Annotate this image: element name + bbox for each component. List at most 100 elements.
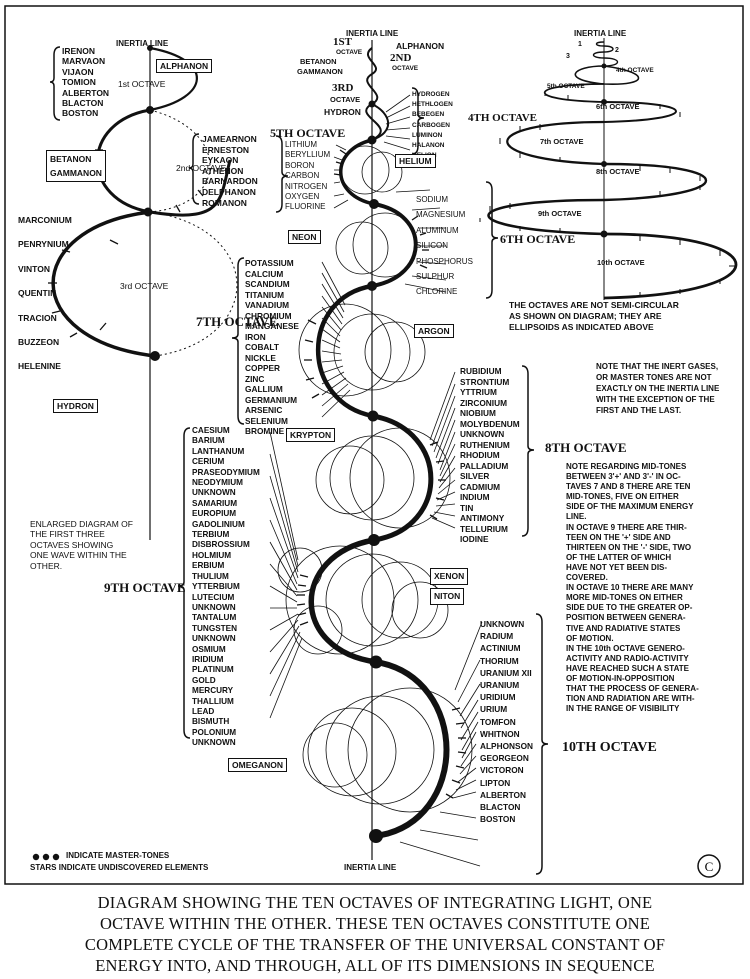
third-octave-small-label: 3rd OCTAVE xyxy=(120,281,169,291)
legend-stars: STARS INDICATE UNDISCOVERED ELEMENTS xyxy=(30,863,209,872)
oct5-lower-list-item: FLUORINE xyxy=(285,202,326,212)
oct10-label: 10TH OCTAVE xyxy=(562,740,657,755)
oct10-element-list-item: BLACTON xyxy=(480,802,521,813)
oct8-element-list-item: UNKNOWN xyxy=(460,429,505,439)
figure-caption-item: DIAGRAM SHOWING THE TEN OCTAVES OF INTEG… xyxy=(97,893,653,912)
oct9-element-list-item: UNKNOWN xyxy=(192,634,236,644)
inert-gases-note-item: NOTE THAT THE INERT GASES, xyxy=(596,362,719,371)
oct5-lower-list-item: BORON xyxy=(285,160,315,170)
right-label-10: 10th OCTAVE xyxy=(597,258,645,267)
right-ellipse-4 xyxy=(574,65,640,85)
left-group-list-item: IRENON xyxy=(62,46,96,56)
midtones-note-item: BETWEEN 3'+' AND 3'-' IN OC- xyxy=(566,472,681,482)
inert-gases-note: NOTE THAT THE INERT GASES,OR MASTER TONE… xyxy=(596,361,719,416)
oct9-element-list-item: YTTERBIUM xyxy=(192,582,240,592)
midtones-note-item: SIDE DUE TO THE GREATER OP- xyxy=(566,603,693,613)
second-octave-small-label: 2nd OCTAVE xyxy=(176,163,227,173)
left-ticks xyxy=(48,149,204,338)
midtones-note-item: NOTE REGARDING MID-TONES xyxy=(566,462,687,471)
oct6-element-list-item: ALUMINUM xyxy=(416,225,459,235)
left-group-list-item: BOSTON xyxy=(62,108,99,119)
left-group-list-item: MARVAON xyxy=(62,56,106,67)
right-ellipse-diagram xyxy=(479,38,738,300)
oct9-element-list-item: DISBROSSIUM xyxy=(192,540,250,550)
oct9-element-list-item: TANTALUM xyxy=(192,613,237,623)
neon-box: NEON xyxy=(288,230,321,244)
spiral-octave-9 xyxy=(308,537,377,665)
brackets xyxy=(49,46,549,875)
central-spiral xyxy=(277,40,473,860)
oct6-element-list-item: PHOSPHORUS xyxy=(416,256,473,266)
oct10-element-list-item: ALBERTON xyxy=(480,789,526,800)
oct5-upper-list-item: DELPHANON xyxy=(202,186,256,197)
oct10-element-list-item: THORIUM xyxy=(480,655,519,666)
oct6-element-list-item: MAGNESIUM xyxy=(416,210,466,220)
oct9-element-list-item: PRASEODYMIUM xyxy=(192,467,260,477)
right-diagram-note-item: AS SHOWN ON DIAGRAM; THEY ARE xyxy=(509,311,662,321)
figure-caption-item: ENERGY INTO, AND THROUGH, ALL OF ITS DIM… xyxy=(95,956,655,975)
oct8-element-list-item: IODINE xyxy=(460,534,489,544)
oct7-element-list-item: COPPER xyxy=(245,363,281,373)
midtones-note-item: OF MOTION-IN-OPPOSITION xyxy=(566,673,675,683)
helium-box: HELIUM xyxy=(395,154,436,168)
bracket-left-group xyxy=(49,46,61,121)
oct10-element-list-item: ACTINIUM xyxy=(480,643,521,654)
oct8-element-list-item: INDIUM xyxy=(460,492,490,502)
midtones-note-item: TIVE AND RADIATIVE STATES xyxy=(566,623,681,633)
third-octave-sub: OCTAVE xyxy=(330,95,361,104)
oct10-element-list-item: ALPHONSON xyxy=(480,741,534,752)
left-column-list-item: VINTON xyxy=(18,263,50,274)
enlarged-diagram-caption-item: ENLARGED DIAGRAM OF xyxy=(30,519,133,529)
oct4-element-list-item: BEBEGEN xyxy=(412,111,445,119)
left-column-list-item: QUENTIN xyxy=(18,288,57,299)
oct7-element-list-item: VANADIUM xyxy=(245,300,290,310)
oct9-element-list-item: MERCURY xyxy=(192,686,234,696)
right-num-1: 1 xyxy=(578,41,582,48)
oct10-element-list-item: BOSTON xyxy=(480,814,516,825)
oct8-element-list-item: TIN xyxy=(460,502,474,513)
spiral-octave-8 xyxy=(372,413,434,543)
oct4-element-list-item: HETHLOGEN xyxy=(412,101,453,109)
oct9-element-list-item: SAMARIUM xyxy=(192,498,238,508)
oct9-element-list-item: BISMUTH xyxy=(192,717,230,727)
oct7-element-list-item: GERMANIUM xyxy=(245,394,298,405)
oct9-element-list-item: THULIUM xyxy=(192,571,229,581)
oct7-element-list-item: BROMINE xyxy=(245,426,285,436)
third-octave-label: 3RD xyxy=(332,82,354,94)
first-octave-sub: OCTAVE xyxy=(336,49,363,56)
oct7-element-list-item: NICKLE xyxy=(245,352,276,363)
right-diagram-note-item: ELLIPSOIDS AS INDICATED ABOVE xyxy=(509,322,654,332)
oct8-element-list-item: RUBIDIUM xyxy=(460,366,502,376)
oct4-element-list-item: HYDROGEN xyxy=(412,91,450,98)
oct8-element-list-item: ZIRCONIUM xyxy=(460,397,508,408)
oct8-element-list-item: RHODIUM xyxy=(460,450,500,460)
oct7-label: 7TH OCTAVE xyxy=(196,314,278,329)
spiral-octave-7 xyxy=(315,283,374,419)
legend-mastertones: INDICATE MASTER-TONES xyxy=(66,851,170,860)
midtones-note-item: OF MOTION. xyxy=(566,633,614,643)
oct7-element-list-item: POTASSIUM xyxy=(245,258,294,268)
right-ellipse-6 xyxy=(603,101,677,123)
midtones-note-item: OF THE LATTER OF WHICH xyxy=(566,552,672,562)
right-label-9: 9th OCTAVE xyxy=(538,209,582,218)
oct8-element-list-item: NIOBIUM xyxy=(460,408,496,418)
right-ellipse-7 xyxy=(506,120,605,166)
enlarged-diagram-caption-item: THE FIRST THREE xyxy=(30,529,105,540)
oct7-element-list-item: SELENIUM xyxy=(245,415,288,426)
left-group-list-item: TOMION xyxy=(62,77,96,88)
midtones-note-item: TAVES 7 AND 8 THERE ARE TEN xyxy=(566,482,691,492)
oct9-element-list-item: EUROPIUM xyxy=(192,509,237,519)
right-label-4: 4th OCTAVE xyxy=(616,67,654,74)
oct8-element-list-item: SILVER xyxy=(460,471,490,481)
alphanon-box: ALPHANON xyxy=(156,59,213,73)
left-column-list-item: BUZZEON xyxy=(18,337,60,348)
inertia-line-label-bottom: INERTIA LINE xyxy=(344,863,397,872)
